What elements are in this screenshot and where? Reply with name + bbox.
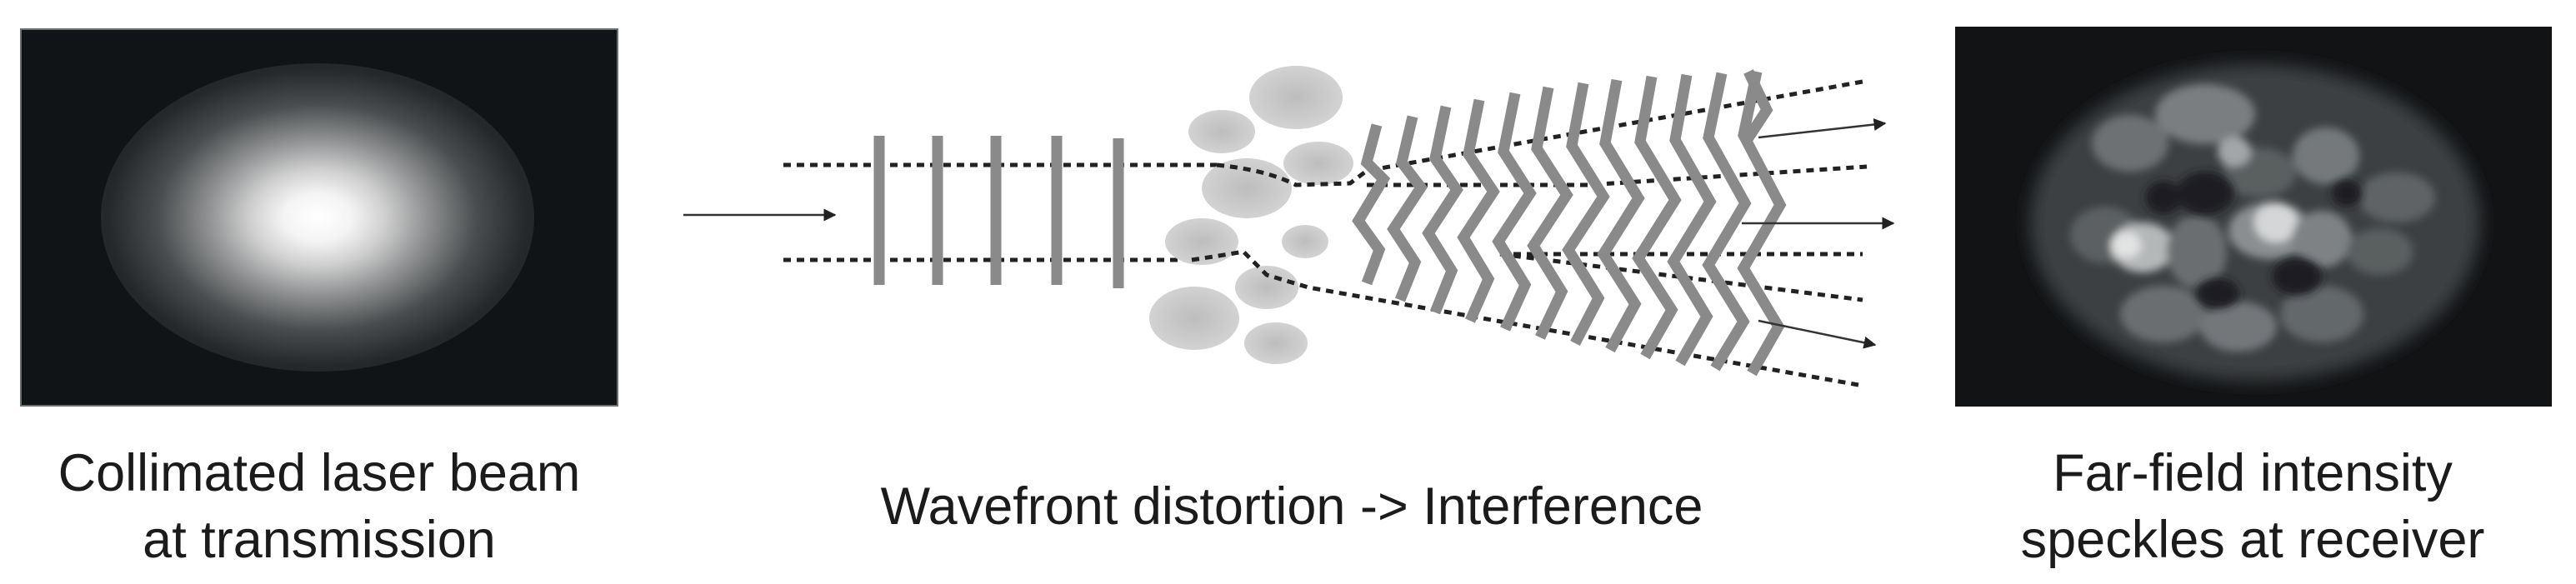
caption-wavefront-distortion: Wavefront distortion -> Interference <box>767 473 1817 540</box>
plane-wavefronts <box>873 136 1124 288</box>
collimated-beam-image <box>20 28 618 407</box>
speckle-pattern-image <box>1955 27 2552 407</box>
gaussian-beam-spot <box>101 63 534 372</box>
distorted-wavefronts <box>1352 69 1787 377</box>
propagation-diagram <box>683 66 1895 387</box>
caption-middle-text: Wavefront distortion -> Interference <box>880 477 1703 536</box>
caption-right-line1: Far-field intensity <box>2053 444 2453 502</box>
outgoing-arrow-bottom <box>1758 319 1877 349</box>
caption-left-line1: Collimated laser beam <box>58 444 581 502</box>
caption-far-field-speckles: Far-field intensity speckles at receiver <box>1933 440 2572 573</box>
caption-right-line2: speckles at receiver <box>2020 511 2485 569</box>
outgoing-arrow-top <box>1758 118 1887 139</box>
caption-collimated-beam: Collimated laser beam at transmission <box>0 440 638 573</box>
turbulence-cells <box>1149 66 1353 364</box>
distorted-envelopes <box>1191 79 1868 387</box>
caption-left-line2: at transmission <box>143 511 496 569</box>
